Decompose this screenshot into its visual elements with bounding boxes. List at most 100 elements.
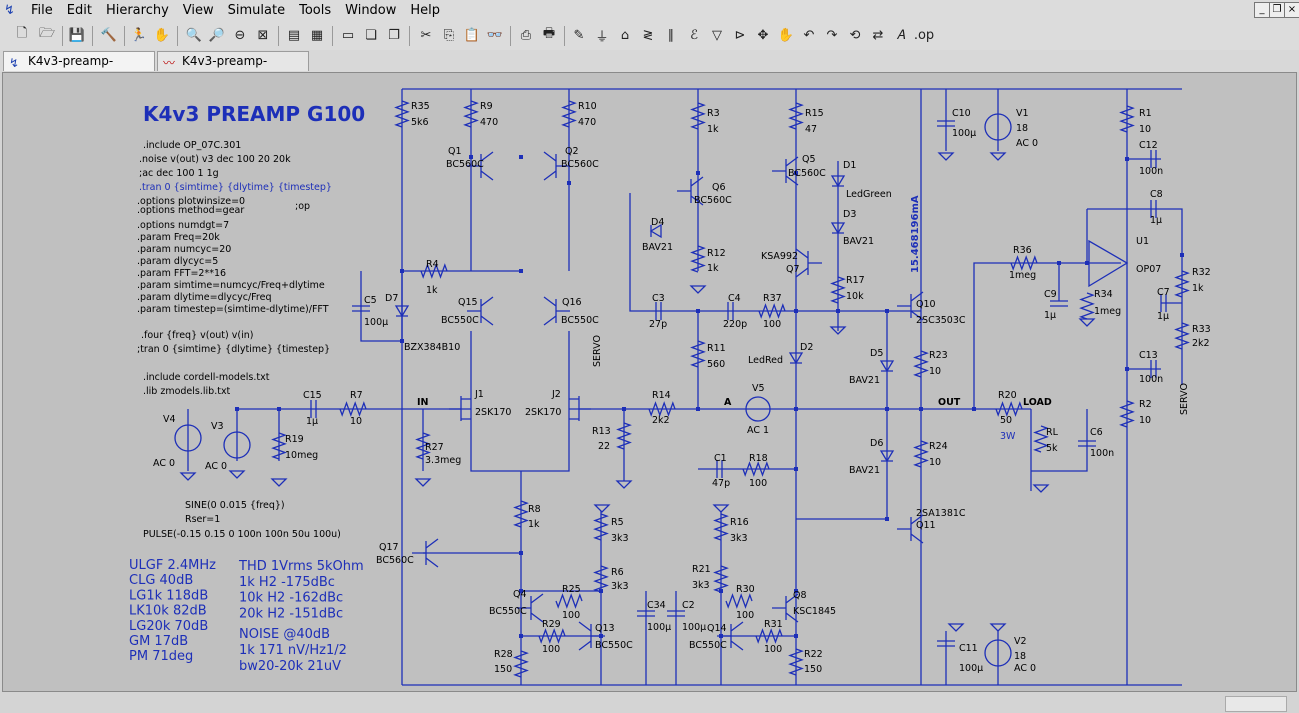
resistor-symbol — [995, 401, 1023, 417]
capacitor-symbol — [1150, 360, 1157, 378]
status-bar — [0, 694, 1299, 713]
diode-icon[interactable]: ▽ — [712, 27, 722, 43]
schematic-canvas[interactable]: K4v3 PREAMP G100.include OP_07C.301.nois… — [2, 72, 1297, 692]
stat-right: 10k H2 -162dBc — [239, 591, 343, 606]
spice-directive-icon[interactable]: .op — [913, 27, 935, 43]
move-icon[interactable]: ✥ — [757, 27, 769, 43]
draw-wire-icon[interactable]: ✎ — [573, 27, 585, 43]
label-d6: D6 — [870, 438, 883, 449]
restore-icon[interactable]: ❐ — [1269, 2, 1285, 18]
label-j1v: 2SK170 — [475, 407, 511, 418]
junction-dot — [885, 309, 889, 313]
label-r18v: 100 — [749, 478, 767, 489]
label-c9v: 1µ — [1044, 310, 1056, 321]
inductor-icon[interactable]: ℰ — [690, 27, 698, 43]
open-icon[interactable]: 🗁 — [38, 26, 56, 41]
zoom-out-icon[interactable]: ⊖ — [234, 27, 246, 43]
capacitor-symbol — [1078, 440, 1096, 447]
drag-icon[interactable]: ✋ — [777, 27, 795, 43]
menu-tools[interactable]: Tools — [299, 3, 332, 18]
paste-icon[interactable]: 📋 — [463, 27, 481, 43]
component-icon[interactable]: ⊳ — [734, 27, 746, 43]
ground-icon[interactable]: ⏚ — [595, 29, 609, 45]
label-c11: C11 — [959, 643, 978, 654]
rotate-icon[interactable]: ⟲ — [849, 27, 861, 43]
zoom-area-icon[interactable]: 🔎 — [208, 27, 226, 43]
halt-icon[interactable]: ✋ — [153, 27, 171, 43]
label-c1v: 47p — [712, 478, 730, 489]
menu-view[interactable]: View — [182, 3, 214, 18]
label-r19: R19 — [285, 434, 304, 445]
label-r17v: 10k — [846, 291, 864, 302]
label-r5v: 3k3 — [611, 533, 629, 544]
autorange-icon[interactable]: ▤ — [287, 27, 301, 43]
tab-waveform[interactable]: 〰 K4v3-preamp-g100.raw — [157, 51, 309, 87]
find-icon[interactable]: 👓 — [486, 27, 504, 43]
tile-horizontal-icon[interactable]: ▭ — [341, 27, 355, 43]
label-j2v: 2SK170 — [525, 407, 561, 418]
save-icon[interactable]: 💾 — [68, 27, 86, 43]
new-schematic-icon[interactable]: 🗋 — [16, 26, 28, 41]
label-c13v: 100n — [1139, 374, 1163, 385]
tab-bar: ↯ K4v3-preamp-g100.asc 〰 K4v3-preamp-g10… — [0, 50, 1299, 87]
label-bzx: BZX384B10 — [404, 342, 460, 353]
text-icon[interactable]: 𝐴 — [896, 27, 906, 43]
control-panel-icon[interactable]: 🔨 — [100, 27, 118, 43]
voltage-source — [174, 424, 202, 452]
transistor-symbol — [467, 151, 494, 181]
run-icon[interactable]: 🏃 — [130, 27, 148, 43]
menu-window[interactable]: Window — [345, 3, 397, 18]
label-r25v: 100 — [562, 610, 580, 621]
zoom-in-icon[interactable]: 🔍 — [185, 27, 203, 43]
tab-schematic[interactable]: ↯ K4v3-preamp-g100.asc — [3, 51, 155, 87]
resistor-icon[interactable]: ≷ — [642, 27, 654, 43]
print-preview-icon[interactable]: ⎙ — [520, 27, 532, 43]
undo-icon[interactable]: ↶ — [803, 27, 815, 43]
menu-file[interactable]: File — [31, 3, 53, 18]
tile-vertical-icon[interactable]: ❐ — [388, 27, 400, 43]
junction-dot — [519, 155, 523, 159]
cut-icon[interactable]: ✂ — [420, 27, 432, 43]
source-note: SINE(0 0.015 {freq}) — [185, 500, 285, 511]
resistor-symbol — [1033, 425, 1049, 453]
menu-hierarchy[interactable]: Hierarchy — [105, 3, 169, 18]
transistor-symbol — [897, 514, 924, 544]
junction-dot — [1057, 261, 1061, 265]
ground-symbol — [1078, 318, 1096, 327]
stat-right: NOISE @40dB — [239, 627, 330, 642]
minimize-icon[interactable]: _ — [1254, 2, 1270, 18]
label-r31: R31 — [764, 619, 783, 630]
junction-dot — [794, 407, 798, 411]
label-j1: J1 — [474, 389, 484, 400]
label-q14: Q14 — [707, 623, 727, 634]
cascade-icon[interactable]: ❏ — [365, 27, 377, 43]
resistor-symbol — [913, 350, 929, 378]
label-d1: D1 — [843, 160, 856, 171]
stat-left: GM 17dB — [129, 634, 188, 649]
spice-directive: ;ac dec 100 1 1g — [139, 168, 219, 179]
menu-help[interactable]: Help — [410, 3, 441, 18]
print-icon[interactable]: 🖶 — [542, 26, 556, 41]
copy-icon[interactable]: ⎘ — [443, 27, 455, 43]
menu-edit[interactable]: Edit — [66, 3, 92, 18]
label-d6v: BAV21 — [849, 465, 880, 476]
spice-directive: .param simtime=numcyc/Freq+dlytime — [137, 280, 325, 291]
grid-icon[interactable]: ▦ — [310, 27, 324, 43]
schematic-drawing[interactable]: K4v3 PREAMP G100.include OP_07C.301.nois… — [3, 73, 1296, 691]
label-r7: R7 — [350, 390, 363, 401]
redo-icon[interactable]: ↷ — [826, 27, 838, 43]
resistor-symbol — [690, 340, 706, 368]
label-r4v: 1k — [426, 285, 438, 296]
close-icon[interactable]: × — [1284, 2, 1299, 18]
label-net-icon[interactable]: ⌂ — [620, 27, 630, 43]
resistor-symbol — [742, 461, 770, 477]
stat-left: LK10k 82dB — [129, 604, 207, 619]
capacitor-icon[interactable]: ∥ — [667, 27, 675, 43]
label-r12: R12 — [707, 248, 726, 259]
menu-simulate[interactable]: Simulate — [227, 3, 286, 18]
label-r8: R8 — [528, 504, 541, 515]
mirror-icon[interactable]: ⇄ — [872, 27, 884, 43]
spice-directive: .four {freq} v(out) v(in) — [141, 330, 253, 341]
junction-dot — [519, 551, 523, 555]
zoom-fit-icon[interactable]: ⊠ — [257, 27, 269, 43]
